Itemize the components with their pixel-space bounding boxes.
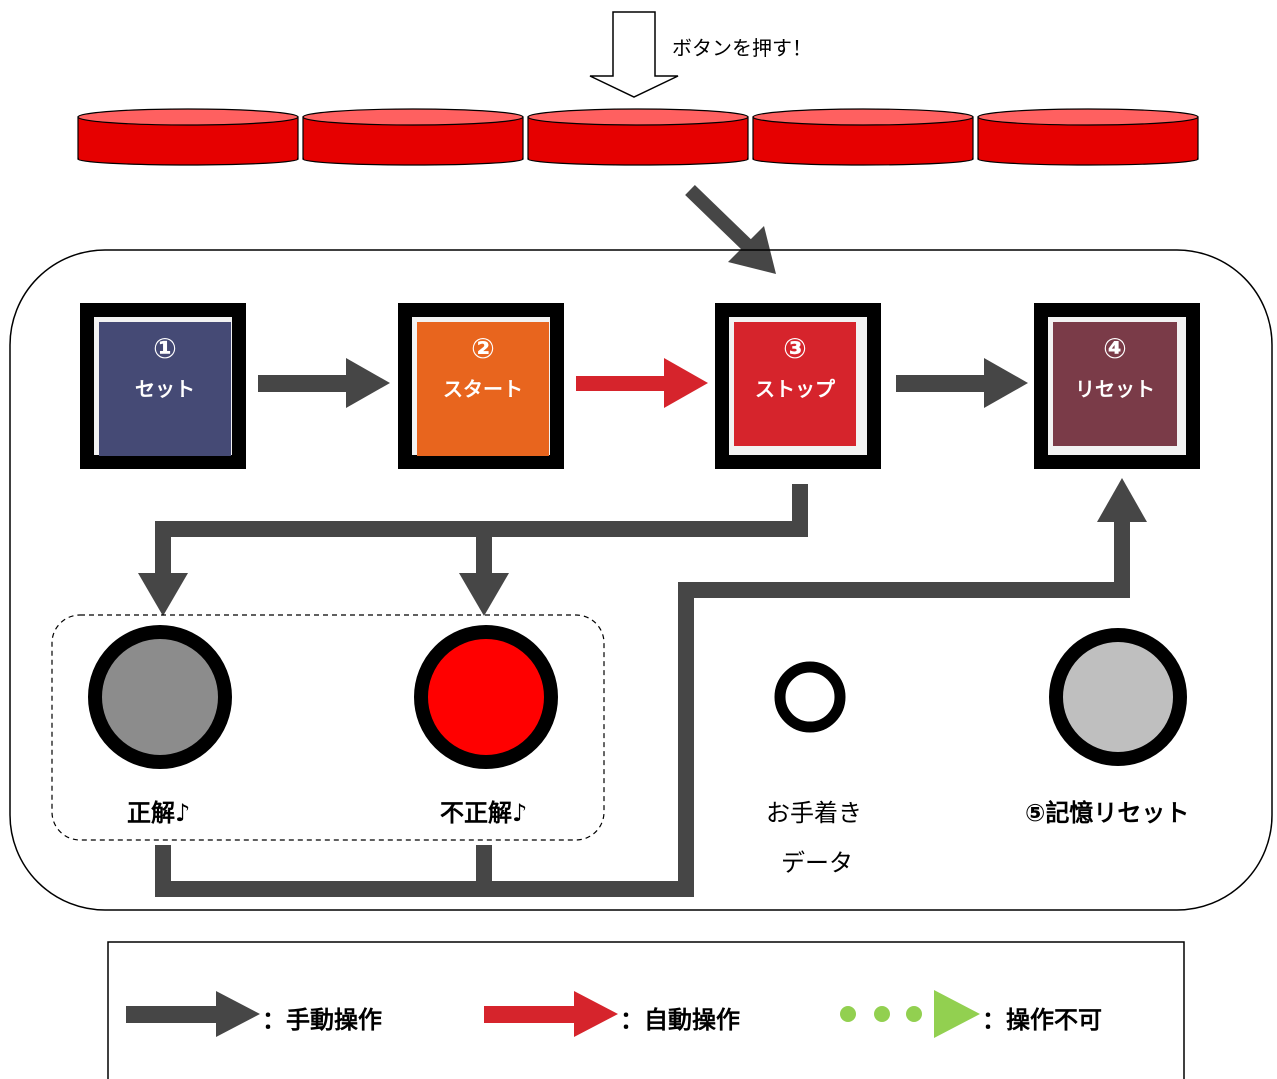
- buzzer-1[interactable]: [77, 108, 299, 166]
- press-down-arrow: [589, 11, 679, 98]
- false-start-indicator: [774, 661, 846, 733]
- button-stop-text: ③ ストップ: [734, 332, 856, 402]
- indicator-label-line2: データ: [781, 849, 853, 877]
- legend-disabled-arrow: [840, 990, 980, 1038]
- set-to-start-arrow: [258, 358, 390, 408]
- button-start-label: スタート: [443, 377, 523, 401]
- buzzer-row: [77, 108, 1199, 166]
- memory-reset-label: ⑤記憶リセット: [1025, 799, 1190, 827]
- button-set-text: ① セット: [99, 332, 231, 402]
- legend-manual-label: ：手動操作: [262, 1006, 382, 1034]
- start-to-stop-arrow: [576, 358, 708, 408]
- button-set[interactable]: [80, 303, 246, 469]
- button-start-text: ② スタート: [417, 332, 549, 402]
- lamp-incorrect: [414, 625, 558, 769]
- buzzer-2[interactable]: [302, 108, 524, 166]
- buzzer-4[interactable]: [752, 108, 974, 166]
- button-stop-label: ストップ: [755, 377, 835, 401]
- legend-box: [107, 941, 1185, 1079]
- buzzer-3[interactable]: [527, 108, 749, 166]
- indicator-label-line1: お手着き: [766, 799, 862, 827]
- control-panel: [9, 249, 1273, 911]
- button-stop-number: ③: [783, 332, 807, 365]
- lamp-correct-label: 正解♪: [127, 799, 191, 827]
- legend-auto-label: ：自動操作: [620, 1006, 740, 1034]
- buzzer-5[interactable]: [977, 108, 1199, 166]
- button-reset-label: リセット: [1075, 377, 1155, 401]
- lamp-group: [51, 614, 605, 841]
- press-button-instruction: ボタンを押す！: [672, 36, 812, 60]
- button-start-number: ②: [471, 332, 495, 365]
- legend-auto-arrow: [484, 991, 618, 1037]
- memory-reset-button[interactable]: [1049, 628, 1187, 766]
- lamp-correct: [88, 625, 232, 769]
- lamps-to-reset-arrow: [155, 478, 1147, 897]
- button-set-number: ①: [153, 332, 177, 365]
- button-reset[interactable]: [1034, 303, 1200, 469]
- legend-disabled-label: ：操作不可: [982, 1006, 1102, 1034]
- stop-to-reset-arrow: [896, 358, 1028, 408]
- button-reset-number: ④: [1103, 332, 1127, 365]
- button-start[interactable]: [398, 303, 564, 469]
- stop-to-lamps-arrow: [138, 484, 808, 616]
- button-stop[interactable]: [715, 303, 881, 469]
- button-reset-text: ④ リセット: [1053, 332, 1177, 402]
- button-set-label: セット: [135, 377, 195, 401]
- lamp-incorrect-label: 不正解♪: [440, 799, 528, 827]
- buzzer-to-stop-arrow: [685, 184, 776, 274]
- legend-manual-arrow: [126, 991, 260, 1037]
